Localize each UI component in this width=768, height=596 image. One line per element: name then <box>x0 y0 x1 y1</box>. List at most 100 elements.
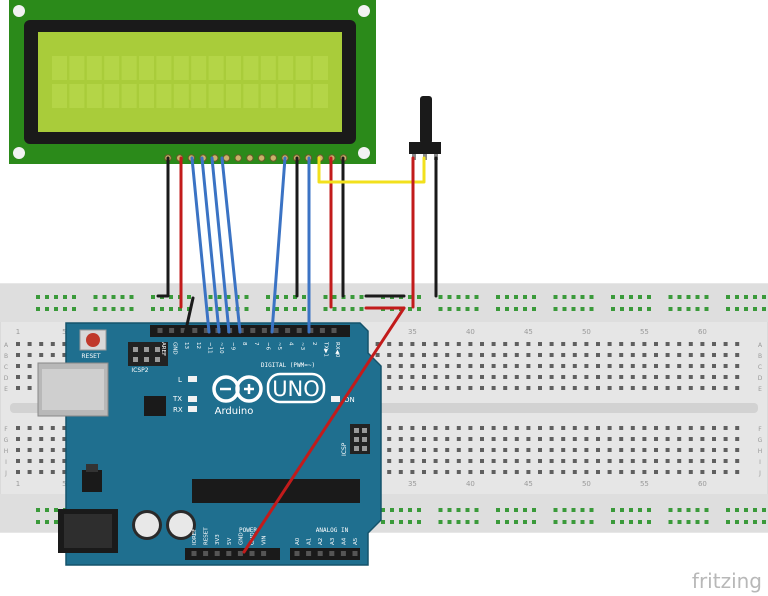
breadboard-hole[interactable] <box>433 459 438 463</box>
breadboard-hole[interactable] <box>496 508 500 512</box>
breadboard-hole[interactable] <box>665 386 670 390</box>
breadboard-hole[interactable] <box>62 353 67 357</box>
breadboard-hole[interactable] <box>422 386 426 390</box>
breadboard-hole[interactable] <box>505 307 509 311</box>
breadboard-hole[interactable] <box>465 295 470 299</box>
breadboard-hole[interactable] <box>375 353 380 357</box>
breadboard-hole[interactable] <box>753 508 757 512</box>
lcd-pin[interactable] <box>246 154 254 162</box>
breadboard-hole[interactable] <box>619 353 624 357</box>
breadboard-hole[interactable] <box>753 295 757 299</box>
analog-pin-socket[interactable] <box>306 551 312 556</box>
breadboard-hole[interactable] <box>572 448 577 452</box>
breadboard-hole[interactable] <box>417 508 421 512</box>
breadboard-hole[interactable] <box>480 364 484 368</box>
breadboard-hole[interactable] <box>526 426 531 430</box>
breadboard-hole[interactable] <box>16 470 20 474</box>
breadboard-hole[interactable] <box>580 295 585 299</box>
breadboard-hole[interactable] <box>538 448 542 452</box>
breadboard-hole[interactable] <box>654 386 658 390</box>
breadboard-hole[interactable] <box>744 295 748 299</box>
breadboard-hole[interactable] <box>654 342 658 346</box>
breadboard-hole[interactable] <box>36 520 40 524</box>
breadboard-hole[interactable] <box>381 520 385 524</box>
breadboard-hole[interactable] <box>596 448 600 452</box>
breadboard-hole[interactable] <box>723 386 728 390</box>
breadboard-hole[interactable] <box>410 342 415 346</box>
breadboard-hole[interactable] <box>422 364 426 368</box>
breadboard-hole[interactable] <box>468 342 473 346</box>
breadboard-hole[interactable] <box>438 295 443 299</box>
breadboard-hole[interactable] <box>688 448 693 452</box>
breadboard-hole[interactable] <box>607 342 612 346</box>
breadboard-hole[interactable] <box>514 386 519 390</box>
breadboard-hole[interactable] <box>712 459 716 463</box>
breadboard-hole[interactable] <box>688 364 693 368</box>
breadboard-hole[interactable] <box>447 508 452 512</box>
breadboard-hole[interactable] <box>584 470 589 474</box>
breadboard-hole[interactable] <box>607 386 612 390</box>
breadboard-hole[interactable] <box>572 426 577 430</box>
breadboard-hole[interactable] <box>323 307 328 311</box>
analog-pin-socket[interactable] <box>294 551 300 556</box>
breadboard-hole[interactable] <box>129 307 134 311</box>
breadboard-hole[interactable] <box>735 437 740 441</box>
breadboard-hole[interactable] <box>503 364 508 368</box>
breadboard-hole[interactable] <box>433 353 438 357</box>
breadboard-hole[interactable] <box>491 386 496 390</box>
breadboard-hole[interactable] <box>580 307 585 311</box>
breadboard-hole[interactable] <box>72 295 76 299</box>
breadboard-hole[interactable] <box>561 364 566 368</box>
digital-pin-socket[interactable] <box>308 328 314 333</box>
breadboard-hole[interactable] <box>538 386 542 390</box>
breadboard-hole[interactable] <box>735 307 739 311</box>
breadboard-hole[interactable] <box>532 295 536 299</box>
breadboard-hole[interactable] <box>408 520 412 524</box>
breadboard-hole[interactable] <box>572 437 577 441</box>
breadboard-hole[interactable] <box>387 448 392 452</box>
breadboard-hole[interactable] <box>468 426 473 430</box>
breadboard-hole[interactable] <box>744 508 748 512</box>
breadboard-hole[interactable] <box>456 437 461 441</box>
breadboard-hole[interactable] <box>630 437 635 441</box>
breadboard-hole[interactable] <box>422 459 426 463</box>
breadboard-hole[interactable] <box>526 364 531 368</box>
breadboard-hole[interactable] <box>54 307 58 311</box>
digital-pin-socket[interactable] <box>319 328 325 333</box>
breadboard-hole[interactable] <box>422 437 426 441</box>
breadboard-hole[interactable] <box>642 386 647 390</box>
breadboard-hole[interactable] <box>387 364 392 368</box>
breadboard-hole[interactable] <box>723 375 728 379</box>
breadboard-hole[interactable] <box>399 520 403 524</box>
breadboard-hole[interactable] <box>27 353 32 357</box>
breadboard-hole[interactable] <box>50 426 55 430</box>
breadboard-hole[interactable] <box>665 375 670 379</box>
breadboard-hole[interactable] <box>496 307 500 311</box>
breadboard-hole[interactable] <box>93 295 98 299</box>
breadboard-hole[interactable] <box>381 508 385 512</box>
breadboard-hole[interactable] <box>695 508 700 512</box>
breadboard-hole[interactable] <box>654 375 658 379</box>
breadboard-hole[interactable] <box>465 307 470 311</box>
breadboard-hole[interactable] <box>93 307 98 311</box>
breadboard-hole[interactable] <box>50 448 55 452</box>
breadboard-hole[interactable] <box>607 426 612 430</box>
breadboard-hole[interactable] <box>723 342 728 346</box>
breadboard-hole[interactable] <box>526 437 531 441</box>
breadboard-hole[interactable] <box>647 508 651 512</box>
breadboard-hole[interactable] <box>665 470 670 474</box>
breadboard-hole[interactable] <box>445 437 450 441</box>
breadboard-hole[interactable] <box>266 295 270 299</box>
breadboard-hole[interactable] <box>571 307 576 311</box>
breadboard-hole[interactable] <box>54 295 58 299</box>
breadboard-hole[interactable] <box>45 508 49 512</box>
breadboard-hole[interactable] <box>178 307 182 311</box>
breadboard-hole[interactable] <box>688 353 693 357</box>
breadboard-hole[interactable] <box>677 307 682 311</box>
breadboard-hole[interactable] <box>244 307 249 311</box>
breadboard-hole[interactable] <box>688 470 693 474</box>
breadboard-hole[interactable] <box>584 386 589 390</box>
breadboard-hole[interactable] <box>677 295 682 299</box>
breadboard-hole[interactable] <box>226 307 231 311</box>
breadboard-hole[interactable] <box>744 520 748 524</box>
